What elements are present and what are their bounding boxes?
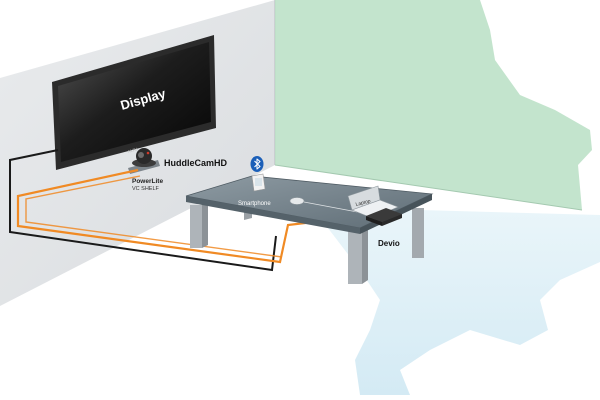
smartphone-label: Smartphone: [238, 201, 271, 207]
bluetooth-icon: [250, 156, 264, 172]
devio-hub: [366, 208, 402, 226]
camera-status-light: [146, 151, 150, 155]
laptop-device: [347, 185, 399, 219]
devio-top: [366, 208, 402, 222]
table-leg-front-left-side: [202, 203, 208, 248]
hdmi-cable: [9, 149, 277, 272]
devio-side: [382, 214, 402, 226]
usb-cable-outer: [16, 168, 366, 264]
camera-label: HuddleCamHD: [164, 158, 228, 168]
devio-label: Devio: [378, 239, 400, 248]
table-leg-front-right: [348, 230, 362, 284]
shelf-label-line2: VC SHELF: [132, 186, 160, 192]
display-brand: ALTM: [127, 146, 138, 154]
usb-cable-inner: [25, 175, 283, 258]
shelf-label-line1: PowerLite: [132, 178, 163, 185]
devio-front: [366, 216, 382, 226]
table-leg-front-left: [190, 205, 202, 248]
table-leg-front-right-side: [362, 227, 368, 284]
laptop-base: [351, 199, 399, 219]
camera-lens: [138, 152, 144, 158]
laptop-label: Laptop: [355, 198, 372, 208]
display-screen: [58, 42, 211, 162]
speakerphone-puck: [289, 197, 305, 205]
floor-reflection: [318, 210, 600, 395]
glass-wall: [275, 0, 592, 210]
smartphone-device: [251, 173, 266, 192]
table-leg-back-right: [412, 208, 424, 258]
display-unit: Display ALTM: [52, 35, 216, 170]
table-top-edge-front: [186, 196, 360, 234]
smartphone-screen: [255, 178, 262, 186]
glass-wall-edge: [274, 164, 583, 211]
